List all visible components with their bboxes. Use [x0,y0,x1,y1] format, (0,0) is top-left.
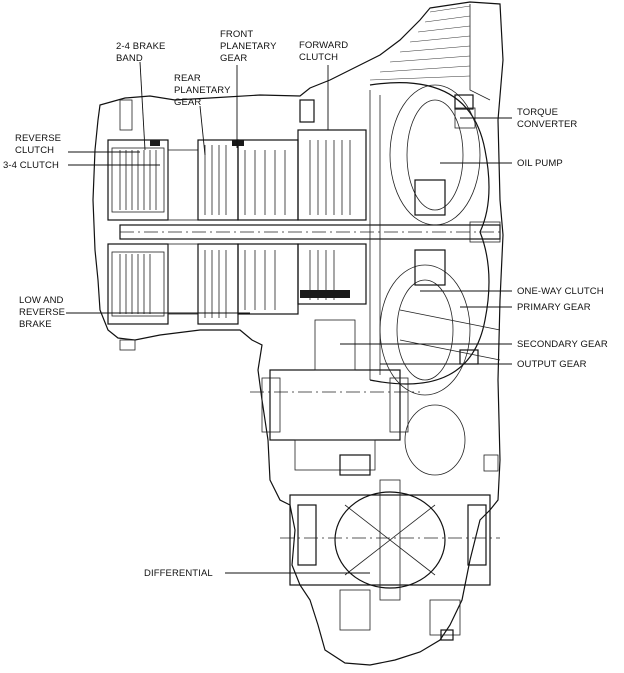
label-2-4-brake-band: 2-4 BRAKE BAND [116,41,168,64]
component-labels: 2-4 BRAKE BAND FRONT PLANETARY GEAR FORW… [3,29,608,579]
label-3-4-clutch: 3-4 CLUTCH [3,160,59,171]
label-oil-pump: OIL PUMP [517,158,563,169]
clutch-packs-upper [107,129,367,221]
label-differential: DIFFERENTIAL [144,568,213,579]
label-secondary-gear: SECONDARY GEAR [517,339,608,350]
label-primary-gear: PRIMARY GEAR [517,302,591,313]
label-reverse-clutch: REVERSE CLUTCH [15,133,64,156]
input-shaft [119,221,501,243]
transaxle-drawing [92,1,504,666]
clutch-packs-lower [107,243,367,325]
torque-converter-drawing [369,82,490,396]
case-hatching [369,4,491,101]
label-low-and-reverse-brake: LOW AND REVERSE BRAKE [19,295,68,330]
label-output-gear: OUTPUT GEAR [517,359,587,370]
label-one-way-clutch: ONE-WAY CLUTCH [517,286,604,297]
gear-train-drawing [250,309,501,476]
label-torque-converter: TORQUE CONVERTER [517,107,577,130]
leader-lines [66,61,512,574]
differential-drawing [280,479,500,641]
label-front-planetary-gear: FRONT PLANETARY GEAR [220,29,279,64]
label-rear-planetary-gear: REAR PLANETARY GEAR [174,73,233,108]
label-forward-clutch: FORWARD CLUTCH [299,40,351,63]
